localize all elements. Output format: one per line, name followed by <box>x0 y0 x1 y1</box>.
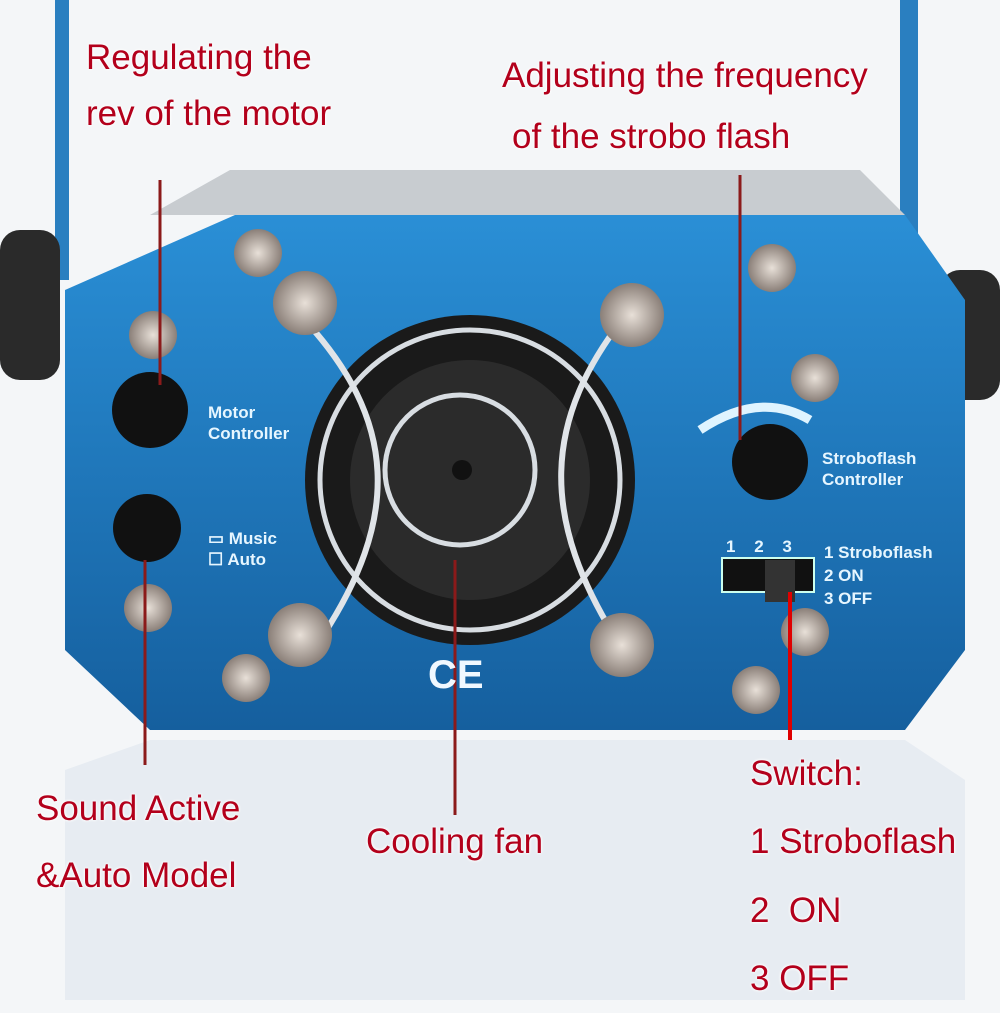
switch-legend-item: 1 Stroboflash <box>824 543 933 562</box>
strobo-label-line: Controller <box>822 470 904 490</box>
reflection <box>65 740 965 1000</box>
callout-text: rev of the motor <box>86 94 332 133</box>
switch-positions: 1 2 3 <box>726 536 792 557</box>
motor-label-line: Controller <box>208 424 290 444</box>
callout-text: 2 ON <box>750 890 842 930</box>
callout-text: Adjusting the frequency <box>502 56 868 95</box>
screws <box>124 229 839 714</box>
motor-controller-label: Motor Controller <box>208 402 289 445</box>
bracket-right <box>900 0 918 280</box>
housing-top <box>150 170 905 215</box>
callout-text: &Auto Model <box>36 855 237 895</box>
switch-legend: 1 Stroboflash 2 ON 3 OFF <box>824 542 933 611</box>
mode-auto-text: Auto <box>227 550 267 570</box>
callout-text: of the strobo flash <box>512 117 791 157</box>
mode-option-auto: ☐ Auto <box>208 550 267 570</box>
ce-mark: CE <box>428 653 484 697</box>
sound-auto-button <box>113 494 181 562</box>
bracket-left <box>55 0 69 280</box>
knob-left <box>0 230 60 380</box>
switch-legend-item: 2 ON <box>824 565 864 585</box>
callout-sound: Sound Active &Auto Model <box>36 776 240 909</box>
callout-motor: Regulating the rev of the motor <box>86 30 331 142</box>
motor-knob <box>112 372 188 448</box>
callout-fan: Cooling fan <box>366 822 544 861</box>
mode-option-music: ▭ Music <box>208 529 277 548</box>
strobo-dial-arc <box>697 402 813 434</box>
switch-pos: 3 <box>782 537 792 556</box>
callout-strobo: Adjusting the frequency of the strobo fl… <box>502 45 868 168</box>
mode-music-text: Music <box>228 529 277 548</box>
callout-text: Regulating the <box>86 38 312 77</box>
strobo-controller-label: Stroboflash Controller <box>822 448 916 491</box>
callout-text: Switch: <box>750 754 863 793</box>
switch-legend-item: 3 OFF <box>824 588 873 608</box>
motor-label-line: Motor <box>208 403 256 422</box>
callout-switch: Switch: 1 Stroboflash 2 ON 3 OFF <box>750 740 956 1013</box>
strobo-label-line: Stroboflash <box>822 449 917 468</box>
callout-text: 1 Stroboflash <box>750 822 957 862</box>
switch-pos: 2 <box>754 537 764 556</box>
callout-text: 3 OFF <box>750 958 850 998</box>
callout-text: Sound Active <box>36 789 241 828</box>
mode-label: ▭ Music ☐ Auto <box>208 528 277 571</box>
strobo-knob <box>732 424 808 500</box>
cooling-fan <box>297 308 635 647</box>
switch-pos: 1 <box>726 537 736 556</box>
